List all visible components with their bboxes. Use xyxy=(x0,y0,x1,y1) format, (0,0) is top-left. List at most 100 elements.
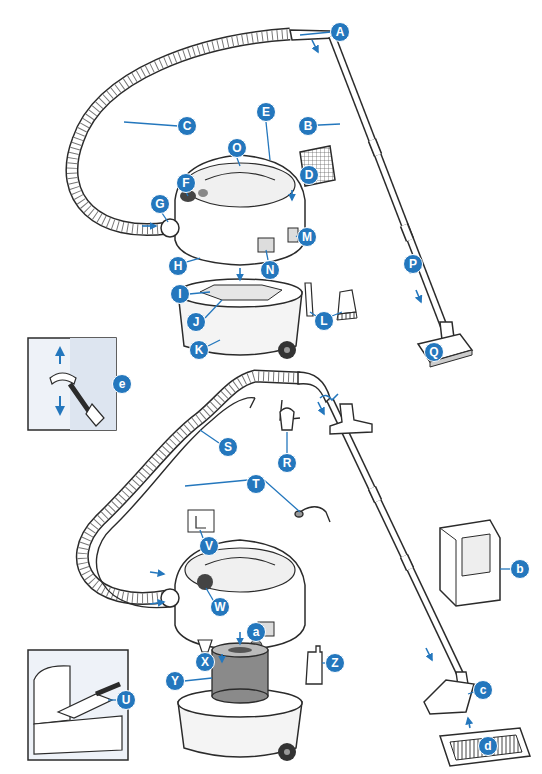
callout-circle: K xyxy=(189,340,209,360)
callout-circle: I xyxy=(170,284,190,304)
small-parts-part xyxy=(198,640,212,652)
water-tank-part xyxy=(284,749,290,755)
motor-head-part xyxy=(198,189,208,197)
assembly-arrows-part xyxy=(221,654,223,662)
callout-letter: d xyxy=(484,740,491,752)
leader-lines-part xyxy=(124,122,178,126)
leader-lines-part xyxy=(162,213,168,222)
water-tank-part xyxy=(212,689,268,703)
assembly-arrows-part xyxy=(239,268,241,280)
inset-sofa-part xyxy=(34,716,122,754)
inset-window-part xyxy=(50,373,76,384)
motor-head-part xyxy=(197,574,213,590)
callout-letter: B xyxy=(304,120,313,132)
callout-circle: V xyxy=(199,536,219,556)
wand xyxy=(332,36,446,332)
accessories-part xyxy=(305,283,313,316)
callout-circle: H xyxy=(168,256,188,276)
inset-window-part xyxy=(86,404,104,426)
callout-circle: b xyxy=(510,559,530,579)
water-tank-part xyxy=(278,743,296,761)
motor-head-part xyxy=(196,516,206,528)
callout-letter: N xyxy=(266,264,275,276)
water-box-part xyxy=(440,528,456,606)
callout-letter: W xyxy=(214,601,225,613)
inset-window-part xyxy=(28,338,116,430)
inset-sofa-part xyxy=(58,694,112,718)
callout-circle: P xyxy=(403,254,423,274)
callout-letter: e xyxy=(119,378,126,390)
assembly-arrows-part xyxy=(318,402,324,414)
motor-head-part xyxy=(185,548,295,592)
assembly-arrows xyxy=(150,402,432,662)
callout-letter: A xyxy=(336,26,345,38)
callout-circle: N xyxy=(260,260,280,280)
callout-letter: Y xyxy=(171,675,179,687)
callout-letter: C xyxy=(183,120,192,132)
wand-part xyxy=(332,36,446,332)
filter-part xyxy=(300,146,335,186)
callout-circle: B xyxy=(298,116,318,136)
motor-head xyxy=(161,510,305,650)
inset-sofa xyxy=(28,650,128,760)
inset-sofa-part xyxy=(28,650,128,760)
leader-lines-part xyxy=(189,292,210,294)
callout-circle: Z xyxy=(325,653,345,673)
motor-head-part xyxy=(188,510,214,532)
callout-letter: D xyxy=(305,169,314,181)
callout-letter: E xyxy=(262,106,270,118)
motor-head-part xyxy=(175,155,305,265)
motor-head xyxy=(161,155,305,265)
inset-window xyxy=(28,338,116,430)
leader-lines-part xyxy=(185,480,300,512)
water-tank-part xyxy=(212,643,268,657)
inset-window-part xyxy=(59,348,61,364)
motor-head-part xyxy=(161,219,179,237)
callout-circle: F xyxy=(176,173,196,193)
tools xyxy=(280,394,372,434)
wand-part xyxy=(372,488,410,569)
callout-circle: R xyxy=(277,453,297,473)
motor-head-part xyxy=(258,238,274,252)
callout-letter: L xyxy=(320,315,327,327)
assembly-arrows xyxy=(142,40,421,302)
leader-lines-part xyxy=(205,300,222,318)
callout-circle: A xyxy=(330,22,350,42)
callout-letter: U xyxy=(122,694,131,706)
leader-lines-part xyxy=(237,158,240,166)
wand-part xyxy=(372,140,410,240)
water-tank-part xyxy=(178,689,302,717)
inset-window-part xyxy=(70,338,116,430)
callout-letter: S xyxy=(224,441,232,453)
wand-part xyxy=(372,140,410,240)
callout-circle: c xyxy=(473,680,493,700)
floor-nozzle xyxy=(424,672,530,766)
callout-circle: S xyxy=(218,437,238,457)
leader-lines-part xyxy=(266,122,270,160)
water-tank-part xyxy=(284,347,290,353)
callout-circle: a xyxy=(246,622,266,642)
callout-letter: X xyxy=(201,656,209,668)
callout-circle: U xyxy=(116,690,136,710)
assembly-arrows-part xyxy=(150,602,164,604)
leader-lines-part xyxy=(184,678,212,681)
floor-nozzle-part xyxy=(468,718,470,728)
callout-letter: P xyxy=(409,258,417,270)
callout-circle: J xyxy=(186,312,206,332)
motor-head-part xyxy=(185,163,295,207)
hose-part xyxy=(298,372,330,402)
leader-lines-part xyxy=(208,340,220,346)
callout-circle: Y xyxy=(165,671,185,691)
motor-head-part xyxy=(205,173,275,181)
inset-sofa-part xyxy=(96,684,120,694)
assembly-arrows-part xyxy=(142,225,156,227)
callout-letter: T xyxy=(252,478,259,490)
callout-circle: W xyxy=(210,597,230,617)
water-tank-part xyxy=(228,647,252,653)
hose-part xyxy=(290,30,334,40)
leader-lines-part xyxy=(266,250,268,260)
callout-circle: d xyxy=(478,736,498,756)
hose-part xyxy=(82,376,300,598)
